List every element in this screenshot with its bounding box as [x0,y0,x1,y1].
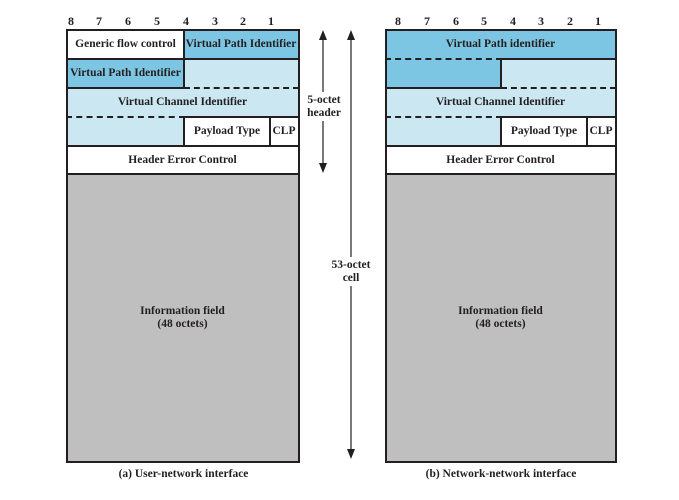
information-field-label: Information field [458,304,543,317]
bit-number: 6 [125,14,131,28]
generic-flow-control-field: Generic flow control [67,30,184,59]
row-divider [385,87,502,89]
column-divider [500,116,502,146]
row-divider [66,58,299,60]
bit-number: 2 [567,14,573,28]
hec-field: Header Error Control [67,146,298,174]
row-divider [184,116,299,118]
vci-field: Virtual Channel Identifier [386,88,615,117]
header-size-line1: 5-octet [307,94,341,106]
arrow-down-icon [347,449,355,459]
row-divider [66,173,299,175]
payload-type-field: Payload Type [501,117,587,146]
bit-number: 7 [424,14,430,28]
bit-number: 1 [595,14,601,28]
header-size-line2: header [307,106,341,119]
bit-number: 3 [212,14,218,28]
bit-number: 7 [96,14,102,28]
bit-number: 5 [481,14,487,28]
bit-number: 8 [68,14,74,28]
clp-field: CLP [587,117,615,146]
clp-field: CLP [270,117,298,146]
dashed-divider [385,116,502,118]
bit-number: 4 [510,14,516,28]
vpi-low-field: Virtual Path Identifier [67,59,184,88]
uni-caption: (a) User-network interface [118,468,249,480]
vpi-low-field [386,59,501,88]
cell-size-line2: cell [342,271,360,284]
dashed-divider [66,116,185,118]
bit-number: 1 [268,14,274,28]
cell-size-label: 53-octet cell [328,257,374,287]
column-divider [500,58,502,88]
column-divider [586,116,588,146]
dashed-divider [184,87,299,89]
row-divider [385,145,616,147]
cell-span-arrow [347,30,355,459]
bit-number: 8 [395,14,401,28]
bit-number: 4 [183,14,189,28]
cell-size-line1: 53-octet [331,259,371,271]
vci-high-field [501,59,615,88]
arrow-up-icon [347,30,355,40]
column-divider [183,29,185,88]
vpi-field: Virtual Path identifier [386,30,615,59]
row-divider [385,173,616,175]
row-divider [66,87,185,89]
column-divider [269,116,271,146]
vci-high-field [184,59,298,88]
payload-type-field: Payload Type [184,117,270,146]
arrow-up-icon [319,30,327,40]
bit-number: 3 [538,14,544,28]
column-divider [183,116,185,146]
header-size-label: 5-octet header [303,92,345,122]
arrow-down-icon [319,163,327,173]
bit-number: 6 [453,14,459,28]
hec-field: Header Error Control [386,146,615,174]
vci-low-field [386,117,501,146]
dashed-divider [385,58,502,60]
vpi-high-field: Virtual Path Identifier [184,30,298,59]
bit-number: 2 [240,14,246,28]
dashed-divider [501,87,616,89]
information-field-size: (48 octets) [475,317,526,330]
vci-low-field [67,117,184,146]
bit-number: 5 [154,14,160,28]
row-divider [501,58,616,60]
vci-field: Virtual Channel Identifier [67,88,298,117]
information-field-size: (48 octets) [157,317,208,330]
information-field-label: Information field [140,304,225,317]
nni-caption: (b) Network-network interface [425,468,577,480]
row-divider [66,145,299,147]
cell-frame [385,29,617,463]
information-field: Information field (48 octets) [386,174,615,461]
row-divider [501,116,616,118]
information-field: Information field (48 octets) [67,174,298,461]
